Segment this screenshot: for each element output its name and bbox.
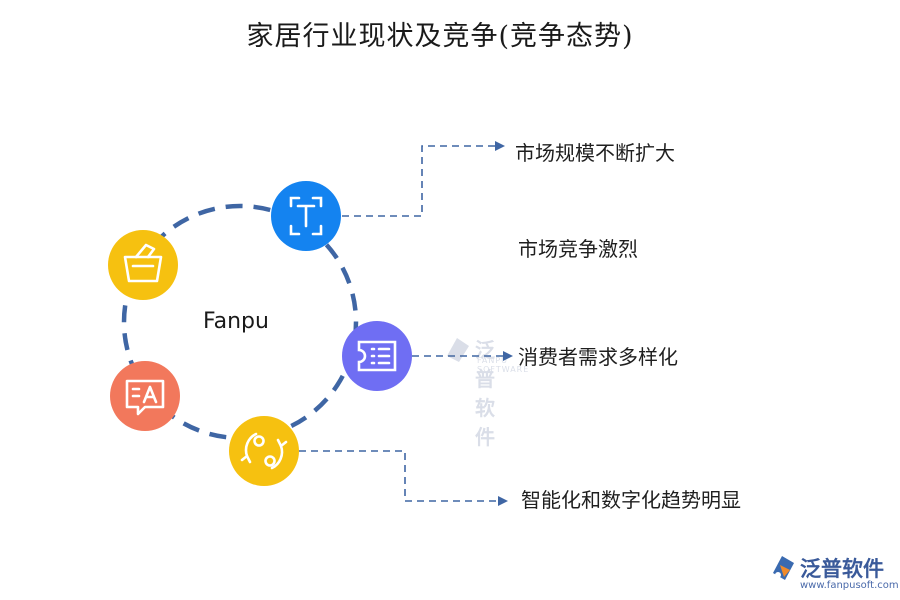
connector-1 <box>342 145 500 217</box>
brand-logo-icon <box>773 556 794 580</box>
connector-4 <box>299 450 503 502</box>
node-chat <box>110 361 180 431</box>
item-market-competition: 市场竞争激烈 <box>518 237 638 261</box>
basket-icon <box>123 243 163 283</box>
item-consumer-demand: 消费者需求多样化 <box>518 345 678 369</box>
node-circle-arrows <box>229 416 299 486</box>
node-text-frame <box>271 181 341 251</box>
item-market-scale: 市场规模不断扩大 <box>515 141 675 165</box>
brand-name: 泛普软件 <box>800 557 884 581</box>
node-list-card <box>342 321 412 391</box>
item-digital-trend: 智能化和数字化趋势明显 <box>521 488 741 512</box>
brand-url: www.fanpusoft.com <box>800 580 899 591</box>
arrow-head-4 <box>498 496 508 506</box>
arrow-head-1 <box>495 141 505 151</box>
diagram-title: 家居行业现状及竞争(竞争态势) <box>246 21 634 52</box>
circle-arrows-icon <box>240 432 288 470</box>
text-frame-icon <box>289 196 323 236</box>
arrow-head-3 <box>503 351 513 361</box>
list-card-icon <box>357 340 397 372</box>
chat-a-icon <box>125 379 165 416</box>
center-label: Fanpu <box>203 309 269 334</box>
node-basket <box>108 230 178 300</box>
